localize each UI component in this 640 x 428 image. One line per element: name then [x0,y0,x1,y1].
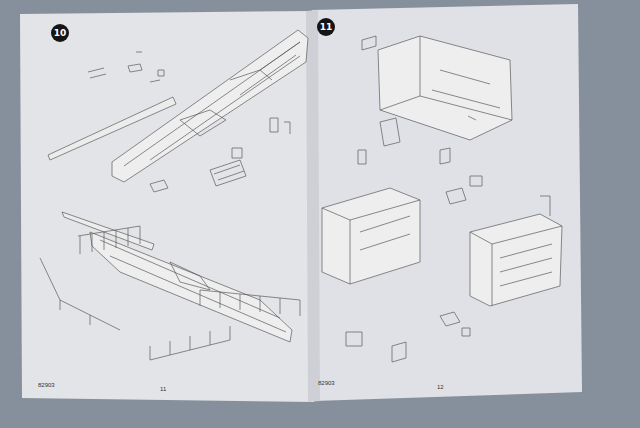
step-number: 10 [54,28,67,38]
page-number: 11 [160,386,166,392]
page-number: 12 [437,384,444,390]
step-number: 11 [320,22,333,32]
left-page [20,11,314,402]
page-number: 82903 [38,382,55,388]
part-drawings [40,30,562,362]
page-fold [306,10,320,402]
right-page [312,4,582,401]
page-number: 82903 [318,380,335,386]
